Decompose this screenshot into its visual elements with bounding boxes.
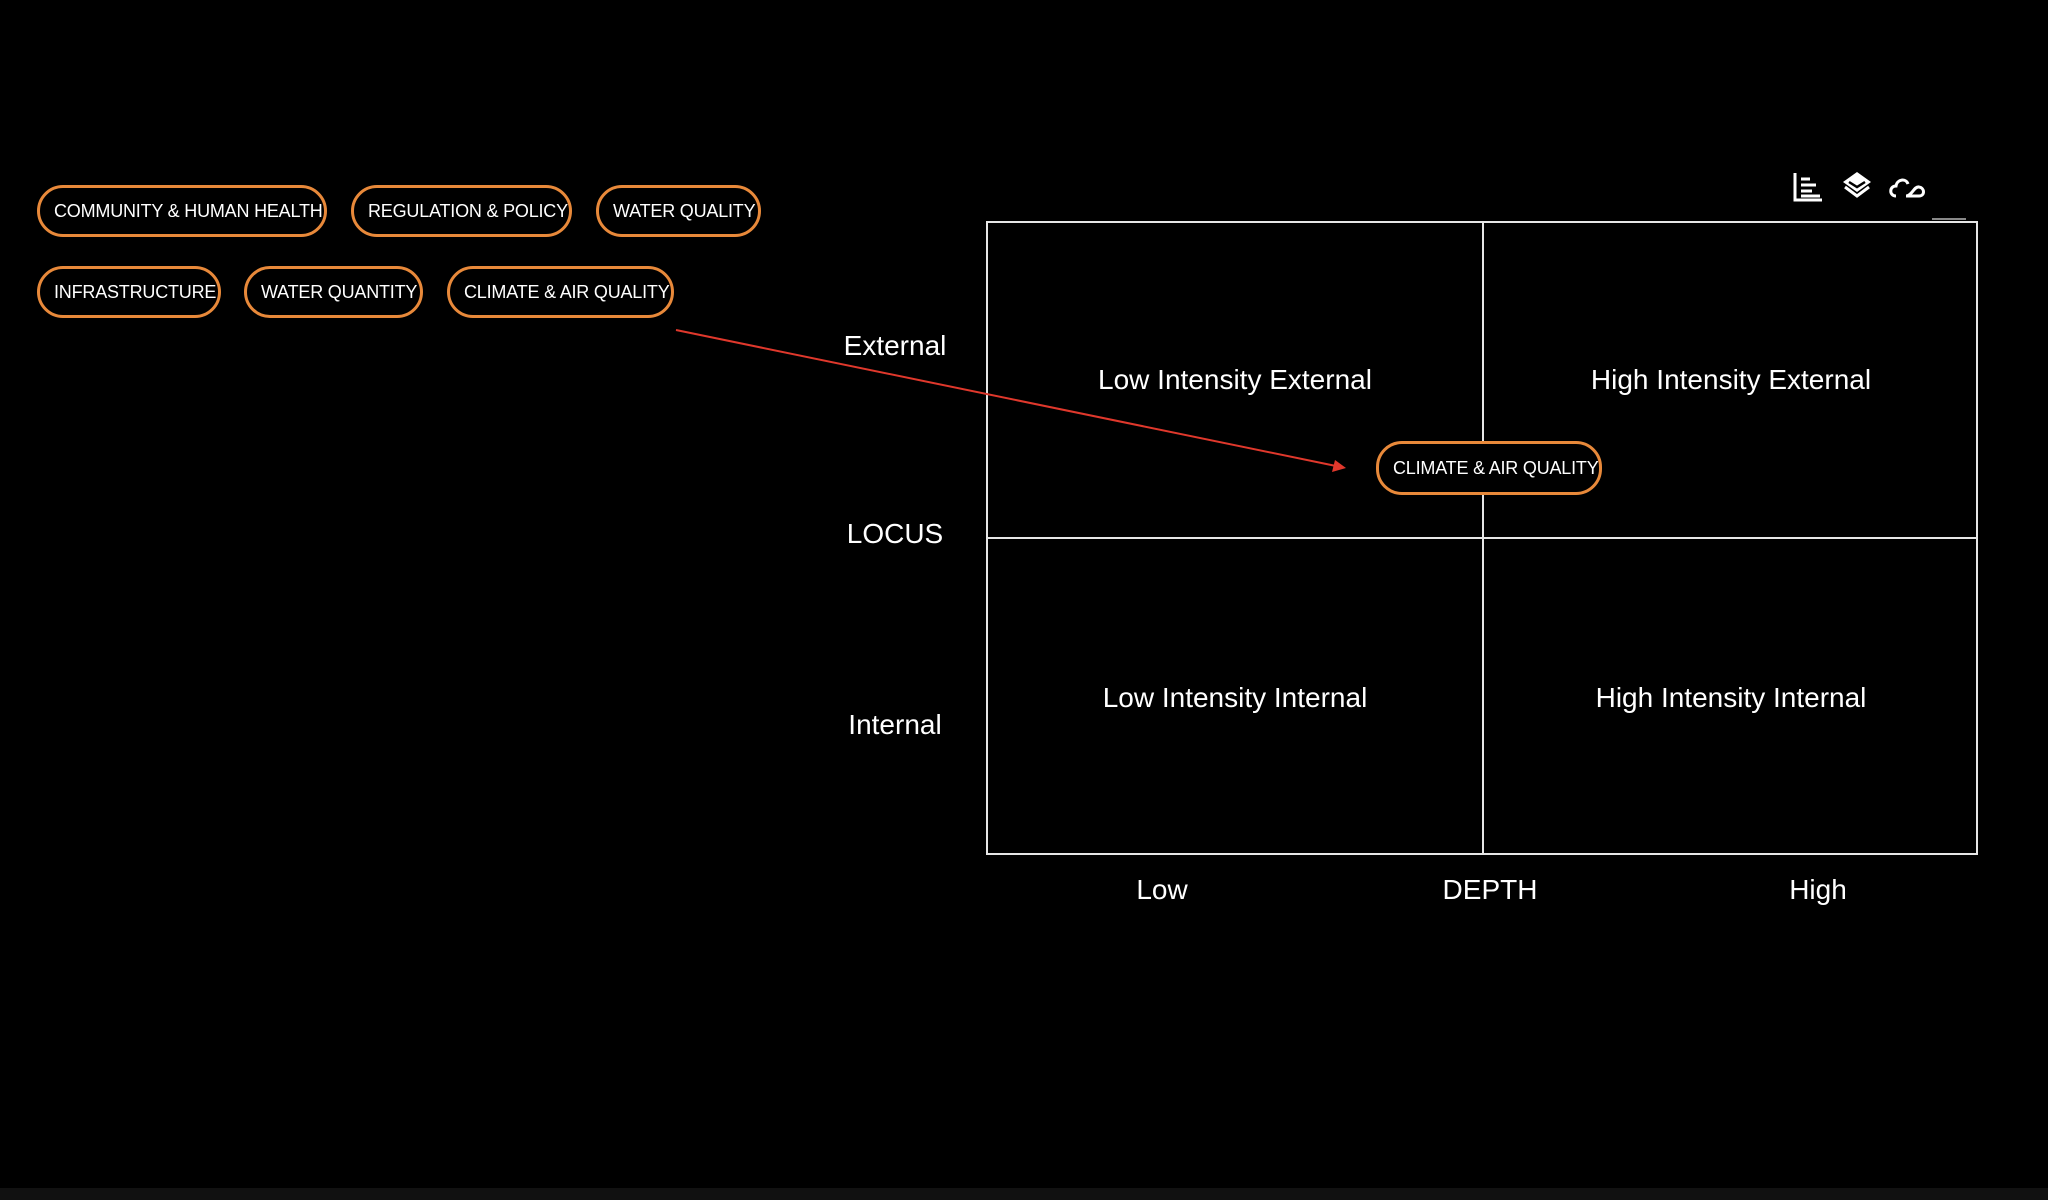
x-axis-title: DEPTH bbox=[1442, 874, 1538, 905]
cloud-link-icon[interactable] bbox=[1886, 170, 1926, 204]
y-axis-top-label: External bbox=[843, 330, 947, 361]
tag-label: COMMUNITY & HUMAN HEALTH bbox=[54, 201, 323, 221]
layers-icon[interactable] bbox=[1839, 170, 1875, 204]
x-axis-left-label: Low bbox=[1136, 874, 1188, 905]
tag-climate-air-quality[interactable]: CLIMATE & AIR QUALITY bbox=[447, 266, 674, 318]
y-axis-title: LOCUS bbox=[846, 518, 944, 549]
placed-tag-label: CLIMATE & AIR QUALITY bbox=[1393, 458, 1599, 478]
tag-water-quantity[interactable]: WATER QUANTITY bbox=[244, 266, 423, 318]
horizontal-divider bbox=[988, 537, 1976, 539]
intensity-matrix: Low Intensity External High Intensity Ex… bbox=[986, 221, 1978, 855]
quadrant-high-intensity-external: High Intensity External bbox=[1590, 364, 1872, 395]
tag-infrastructure[interactable]: INFRASTRUCTURE bbox=[37, 266, 221, 318]
y-axis-bottom-label: Internal bbox=[848, 709, 942, 740]
x-axis-right-label: High bbox=[1789, 874, 1847, 905]
quadrant-high-intensity-internal: High Intensity Internal bbox=[1595, 682, 1867, 713]
tag-label: CLIMATE & AIR QUALITY bbox=[464, 282, 670, 302]
bar-chart-icon[interactable] bbox=[1790, 170, 1826, 204]
tag-water-quality[interactable]: WATER QUALITY bbox=[596, 185, 761, 237]
tag-label: WATER QUALITY bbox=[613, 201, 756, 221]
corner-divider bbox=[1932, 218, 1966, 220]
tag-label: REGULATION & POLICY bbox=[368, 201, 568, 221]
tag-label: INFRASTRUCTURE bbox=[54, 282, 217, 302]
tag-community-human-health[interactable]: COMMUNITY & HUMAN HEALTH bbox=[37, 185, 327, 237]
tag-label: WATER QUANTITY bbox=[261, 282, 418, 302]
tag-regulation-policy[interactable]: REGULATION & POLICY bbox=[351, 185, 572, 237]
placed-tag-climate-air-quality[interactable]: CLIMATE & AIR QUALITY bbox=[1376, 441, 1602, 495]
quadrant-low-intensity-internal: Low Intensity Internal bbox=[1102, 682, 1368, 713]
quadrant-low-intensity-external: Low Intensity External bbox=[1098, 364, 1372, 395]
bottom-strip bbox=[0, 1188, 2048, 1200]
